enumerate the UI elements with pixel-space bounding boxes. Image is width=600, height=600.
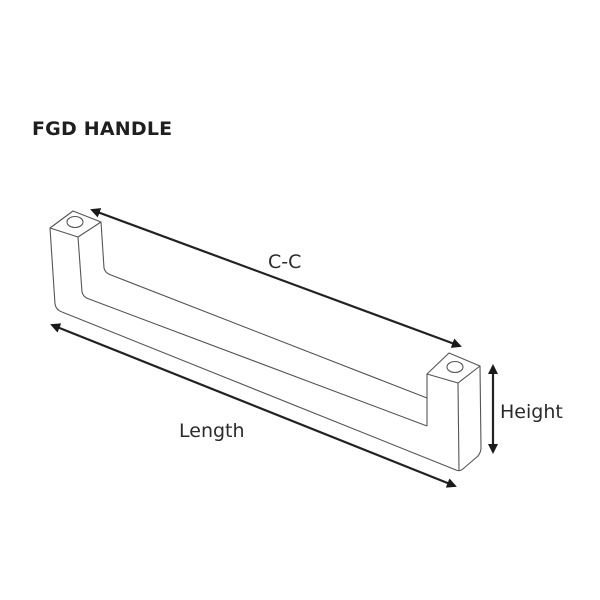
height-label: Height <box>500 401 563 423</box>
diagram-title: FGD HANDLE <box>32 118 173 140</box>
left-post-top <box>49 210 102 238</box>
cc-dimension-arrow <box>90 208 462 348</box>
cc-label: C-C <box>268 251 301 273</box>
handle-front-edge <box>77 236 428 427</box>
length-dimension-arrow <box>50 323 457 488</box>
handle-inner-edge <box>100 221 428 399</box>
right-post-top <box>426 352 481 384</box>
right-post-front-edge <box>457 382 460 471</box>
handle-outer-contour <box>49 227 482 472</box>
length-label: Length <box>179 420 245 442</box>
right-mounting-hole-icon <box>446 360 464 374</box>
left-mounting-hole-icon <box>66 215 84 229</box>
handle-body <box>49 210 482 472</box>
